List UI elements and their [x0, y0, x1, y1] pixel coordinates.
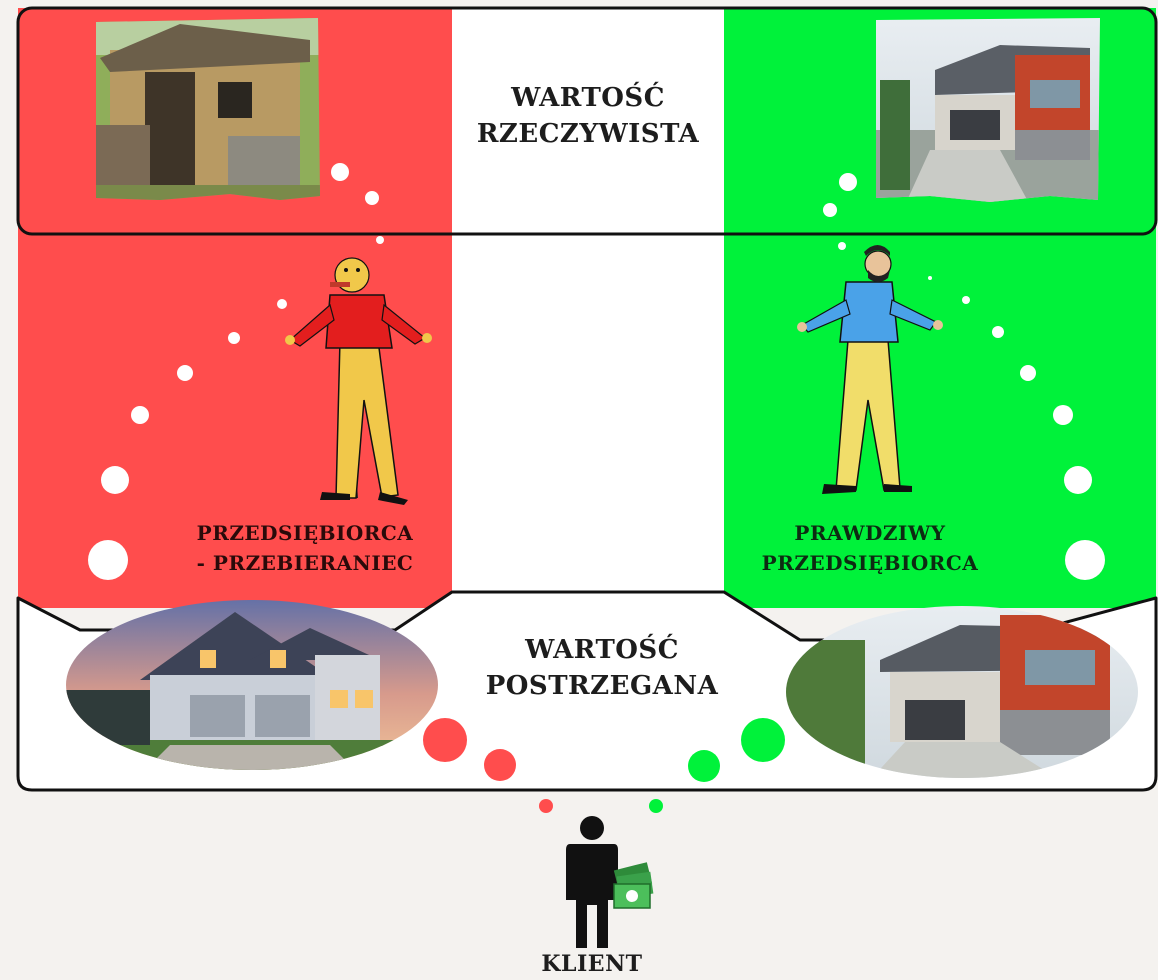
shed-photo — [96, 18, 320, 200]
client-label: KLIENT — [541, 951, 643, 977]
person-icon — [566, 816, 618, 948]
thought-dots-left — [88, 163, 384, 580]
perceived-value-label: WARTOŚĆ POSTRZEGANA — [452, 632, 752, 704]
disguised-entrepreneur-figure — [285, 257, 432, 505]
disguised-entrepreneur-line1: PRZEDSIĘBIORCA — [196, 521, 414, 545]
money-icon — [613, 862, 654, 909]
suburban-house-photo — [66, 600, 438, 770]
real-entrepreneur-label: PRAWDZIWY PRZEDSIĘBIORCA — [735, 518, 1005, 578]
perceived-value-line2: POSTRZEGANA — [485, 671, 719, 701]
actual-value-label: WARTOŚĆ RZECZYWISTA — [452, 80, 724, 152]
client-thought-dots — [423, 718, 785, 813]
disguised-entrepreneur-line2: - PRZEBIERANIEC — [196, 551, 414, 575]
perceived-value-line1: WARTOŚĆ — [525, 635, 679, 665]
white-column — [452, 8, 724, 608]
top-band-frame — [16, 6, 1158, 236]
actual-value-line1: WARTOŚĆ — [511, 83, 665, 113]
actual-value-line2: RZECZYWISTA — [476, 119, 700, 149]
real-entrepreneur-figure — [797, 245, 943, 494]
modern-house-photo-bottom — [786, 606, 1138, 778]
thought-dots-right — [823, 173, 1105, 580]
disguised-entrepreneur-label: PRZEDSIĘBIORCA - PRZEBIERANIEC — [160, 518, 450, 578]
modern-house-photo — [876, 18, 1100, 202]
real-entrepreneur-line2: PRZEDSIĘBIORCA — [761, 551, 979, 575]
real-entrepreneur-line1: PRAWDZIWY — [794, 521, 946, 545]
